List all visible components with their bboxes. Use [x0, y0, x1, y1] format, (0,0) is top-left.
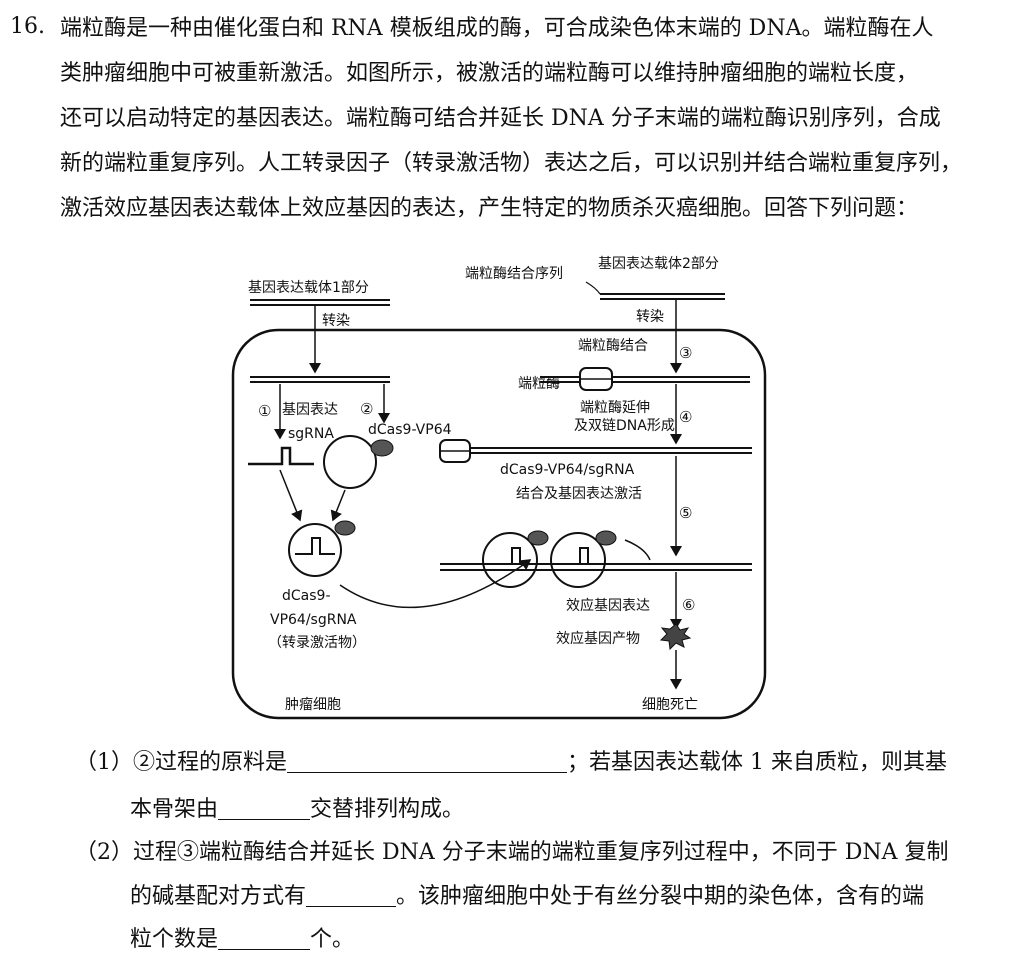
q1-blank-2[interactable] [218, 797, 311, 820]
activator-circle [288, 523, 342, 577]
label-telo-ext-2: 及双链DNA形成 [574, 418, 675, 434]
label-vector1: 基因表达载体1部分 [248, 279, 369, 296]
label-vector2: 基因表达载体2部分 [598, 255, 719, 272]
label-dcas9: dCas9-VP64 [368, 422, 452, 438]
label-circ3: ③ [679, 344, 692, 362]
label-circ1: ① [258, 402, 271, 420]
bound-complex-2 [550, 532, 606, 588]
label-activator-1: dCas9- [282, 588, 331, 604]
label-circ5: ⑤ [679, 504, 692, 522]
effector-product-shape [659, 623, 692, 651]
label-activator-3: （转录激活物） [268, 634, 366, 651]
q1-text-a: （1）②过程的原料是 [75, 750, 287, 775]
sgrna-shape [248, 446, 314, 466]
q1-blank-1[interactable] [287, 750, 567, 773]
label-bind-activate: 结合及基因表达激活 [516, 485, 642, 502]
q2-line-2: 的碱基配对方式有 。该肿瘤细胞中处于有丝分裂中期的染色体，含有的端 [130, 882, 924, 912]
label-circ4: ④ [679, 408, 692, 426]
label-effector-expr: 效应基因表达 [566, 597, 650, 614]
label-telo-bind: 端粒酶结合 [578, 338, 648, 354]
stem-line-3: 还可以启动特定的基因表达。端粒酶可结合并延长 DNA 分子末端的端粒酶识别序列，… [60, 106, 941, 131]
label-telomerase: 端粒酶 [518, 376, 560, 392]
label-transfect-2: 转染 [636, 309, 664, 325]
label-effector-product: 效应基因产物 [556, 630, 640, 647]
vp64-blob [370, 439, 394, 457]
q1-text-b: ；若基因表达载体 1 来自质粒，则其基 [567, 750, 947, 775]
arrow-dcas9-join [330, 489, 346, 522]
question-number: 16. [10, 14, 45, 39]
q1-text-c: 本骨架由 [130, 797, 219, 822]
stem-line-4: 新的端粒重复序列。人工转录因子（转录激活物）表达之后，可以识别并结合端粒重复序列… [60, 151, 963, 176]
label-telo-ext-1: 端粒酶延伸 [580, 400, 650, 416]
q2-line-1: （2）过程③端粒酶结合并延长 DNA 分子末端的端粒重复序列过程中，不同于 DN… [75, 840, 949, 865]
q2-blank-1[interactable] [306, 884, 397, 907]
label-circ2: ② [360, 400, 373, 418]
tumor-cell-outline [231, 328, 767, 720]
q2-text-c: 。该肿瘤细胞中处于有丝分裂中期的染色体，含有的端 [396, 884, 925, 909]
label-gene-expr: 基因表达 [282, 401, 338, 418]
dcas9-circle [323, 435, 377, 489]
label-cell-death: 细胞死亡 [642, 697, 698, 713]
bound-vp64-2 [595, 530, 617, 546]
q2-text-d: 粒个数是 [130, 927, 219, 952]
telo-seq-pointer [585, 281, 601, 295]
q1-text-d: 交替排列构成。 [310, 797, 465, 822]
q1-line-1: （1）②过程的原料是 ；若基因表达载体 1 来自质粒，则其基 [75, 748, 947, 778]
transcription-arc [624, 539, 651, 561]
bound-sgrna-1 [492, 547, 521, 565]
q2-blank-2[interactable] [218, 927, 311, 950]
bound-sgrna-2 [560, 547, 589, 565]
label-transfect-1: 转染 [322, 313, 350, 329]
bound-vp64-1 [527, 530, 549, 546]
label-sgrna: sgRNA [288, 426, 334, 442]
q2-text-b: 的碱基配对方式有 [130, 884, 307, 909]
arrow-sgrna-join [279, 469, 303, 522]
label-telo-bind-seq: 端粒酶结合序列 [465, 266, 563, 282]
bound-complex-1 [482, 532, 538, 588]
q2-text-e: 个。 [310, 927, 355, 952]
activator-sgrna [295, 537, 335, 555]
q2-line-3: 粒个数是 个。 [130, 925, 354, 955]
activator-vp64 [334, 520, 356, 536]
stem-line-2: 类肿瘤细胞中可被重新激活。如图所示，被激活的端粒酶可以维持肿瘤细胞的端粒长度， [60, 61, 919, 86]
activator-to-target-arrow [339, 559, 532, 609]
stem-line-1: 端粒酶是一种由催化蛋白和 RNA 模板组成的酶，可合成染色体末端的 DNA。端粒… [60, 16, 934, 41]
label-complex: dCas9-VP64/sgRNA [500, 462, 635, 478]
label-activator-2: VP64/sgRNA [270, 612, 357, 628]
label-tumor-cell: 肿瘤细胞 [285, 696, 341, 713]
q1-line-2: 本骨架由 交替排列构成。 [130, 795, 464, 825]
label-circ6: ⑥ [682, 596, 695, 614]
stem-line-5: 激活效应基因表达载体上效应基因的表达，产生特定的物质杀灭癌细胞。回答下列问题： [60, 196, 919, 221]
